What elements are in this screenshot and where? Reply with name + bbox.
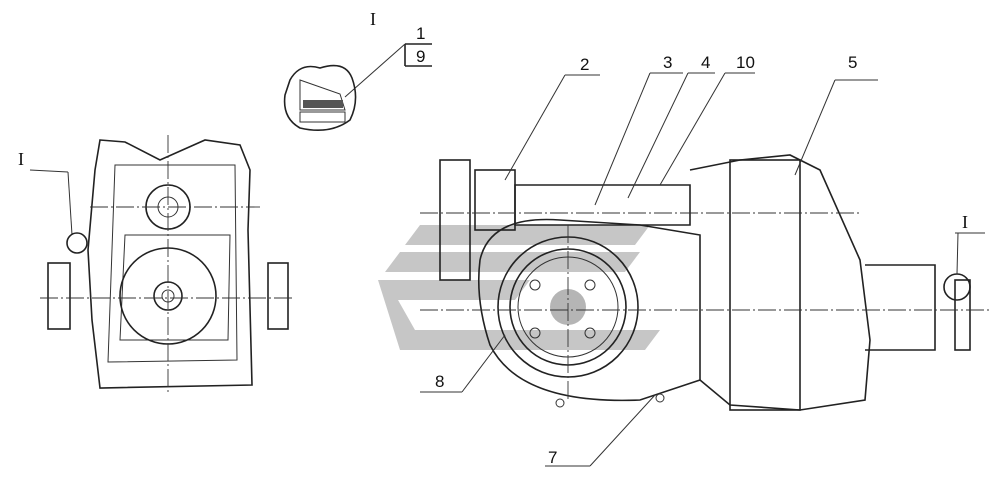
callout-9: 9 [416,47,425,66]
side-view-detail-marker: I [962,212,968,232]
detail-title: I [370,9,376,29]
callout-2: 2 [580,55,589,74]
callout-7: 7 [548,448,557,467]
watermark-logo [378,225,660,350]
front-view-detail-marker: I [18,149,24,169]
callout-4: 4 [701,53,710,72]
callout-1: 1 [416,24,425,43]
callout-10: 10 [736,53,755,72]
callout-5: 5 [848,53,857,72]
callout-3: 3 [663,53,672,72]
detail-view: I 1 9 [283,9,432,131]
callout-8: 8 [435,372,444,391]
side-view: I 2 3 4 10 5 8 7 [420,53,990,467]
front-view: I [18,135,295,395]
